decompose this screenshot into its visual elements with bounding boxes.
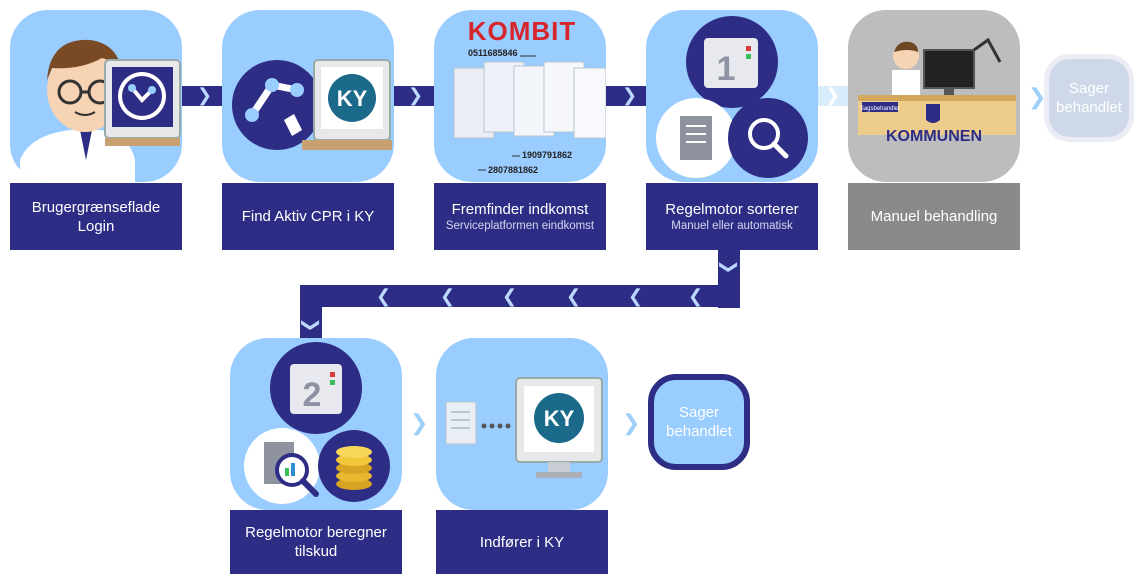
cpr-number: 2807881862: [488, 165, 539, 175]
chevron-left-icon: ❮: [502, 286, 518, 306]
desk-sign: Sagsbehandler: [860, 106, 900, 112]
kombit-logo: KOMBIT: [467, 16, 577, 46]
chevron-left-icon: ❮: [688, 286, 704, 306]
step-find-cpr-tile: KY: [222, 10, 394, 182]
monitor-icon: KY: [302, 59, 392, 150]
chevron-right-icon: ❯: [825, 85, 841, 105]
step-sort-label: Regelmotor sorterer Manuel eller automat…: [646, 183, 818, 250]
robot-arm-icon: [232, 60, 322, 150]
step-sort-label-text: Regelmotor sorterer: [665, 200, 799, 218]
step-income-label: Fremfinder indkomst Serviceplatformen ei…: [434, 183, 606, 250]
step-find-cpr-label-text: Find Aktiv CPR i KY: [241, 208, 375, 225]
server-icon: 2: [270, 342, 362, 434]
chevron-right-icon: ❯: [1028, 84, 1047, 109]
step-calculate-tile: 2: [230, 338, 402, 510]
step-enter-ky-tile: KY: [436, 338, 608, 510]
ky-logo-text: KY: [337, 86, 368, 111]
step-manual-label-text: Manuel behandling: [870, 208, 998, 225]
chevron-left-icon: ❮: [628, 286, 644, 306]
document-icon: [445, 401, 511, 445]
chevron-left-icon: ❮: [440, 286, 456, 306]
step-login-label: Brugergrænseflade Login: [10, 183, 182, 250]
server-number: 1: [717, 50, 736, 88]
step-find-cpr-label: Find Aktiv CPR i KY: [222, 183, 394, 250]
chevron-right-icon: ❯: [197, 85, 213, 105]
done-top-line1: Sager: [1068, 80, 1110, 97]
caseworker-icon: Sagsbehandler: [858, 37, 1016, 135]
chevron-left-icon: ❮: [566, 286, 582, 306]
done-bottom-line2: behandlet: [666, 423, 732, 440]
step-enter-ky-label-text: Indfører i KY: [479, 533, 565, 551]
server-number: 2: [303, 376, 322, 414]
step-login-tile: [10, 10, 182, 182]
done-bottom-line1: Sager: [678, 404, 720, 421]
chevron-down-icon: ❯: [719, 259, 740, 275]
chevron-right-icon: ❯: [622, 85, 638, 105]
magnifier-icon: [728, 98, 808, 178]
chevron-right-icon: ❯: [408, 85, 424, 105]
step-sort-sublabel: Manuel eller automatisk: [671, 219, 793, 232]
step-calculate-label-line1: Regelmotor beregner: [245, 524, 387, 541]
document-stack-icon: [453, 55, 606, 171]
kommunen-logo: KOMMUNEN: [886, 128, 982, 145]
cpr-number: 1909791862: [522, 150, 573, 160]
step-calculate-label: Regelmotor beregner tilskud: [230, 510, 402, 574]
step-login-label-line2: Login: [77, 217, 115, 235]
chevron-down-icon: ❯: [301, 317, 322, 333]
done-top-badge: Sager behandlet: [1044, 54, 1134, 142]
flow-band-return-vertical-left: [300, 285, 322, 340]
monitor-icon: [104, 59, 181, 146]
step-sort-tile: 1: [646, 10, 818, 182]
chevron-left-icon: ❮: [376, 286, 392, 306]
step-manual-label: Manuel behandling: [848, 183, 1020, 250]
step-manual-tile: Sagsbehandler KOMMUNEN: [848, 10, 1020, 182]
step-income-sublabel: Serviceplatformen eindkomst: [445, 219, 595, 232]
flow-band-return-horizontal: [300, 285, 740, 307]
done-top-line2: behandlet: [1056, 99, 1122, 116]
step-enter-ky-label: Indfører i KY: [436, 510, 608, 574]
step-login-label-line1: Brugergrænseflade: [31, 198, 161, 216]
chart-icon: [244, 428, 320, 504]
coins-icon: [318, 430, 390, 502]
monitor-icon: KY: [515, 377, 603, 478]
chevron-right-icon: ❯: [622, 410, 641, 435]
cpr-number: 0511685846: [468, 48, 518, 58]
step-income-tile: KOMBIT 0511685846 1909791862 2807881862: [434, 10, 606, 182]
document-icon: [656, 98, 736, 178]
chevron-right-icon: ❯: [410, 410, 429, 435]
done-bottom-badge: Sager behandlet: [648, 374, 750, 470]
server-icon: 1: [686, 16, 778, 108]
step-income-label-text: Fremfinder indkomst: [451, 200, 589, 218]
step-calculate-label-line2: tilskud: [294, 543, 338, 560]
ky-logo-text: KY: [544, 406, 575, 431]
